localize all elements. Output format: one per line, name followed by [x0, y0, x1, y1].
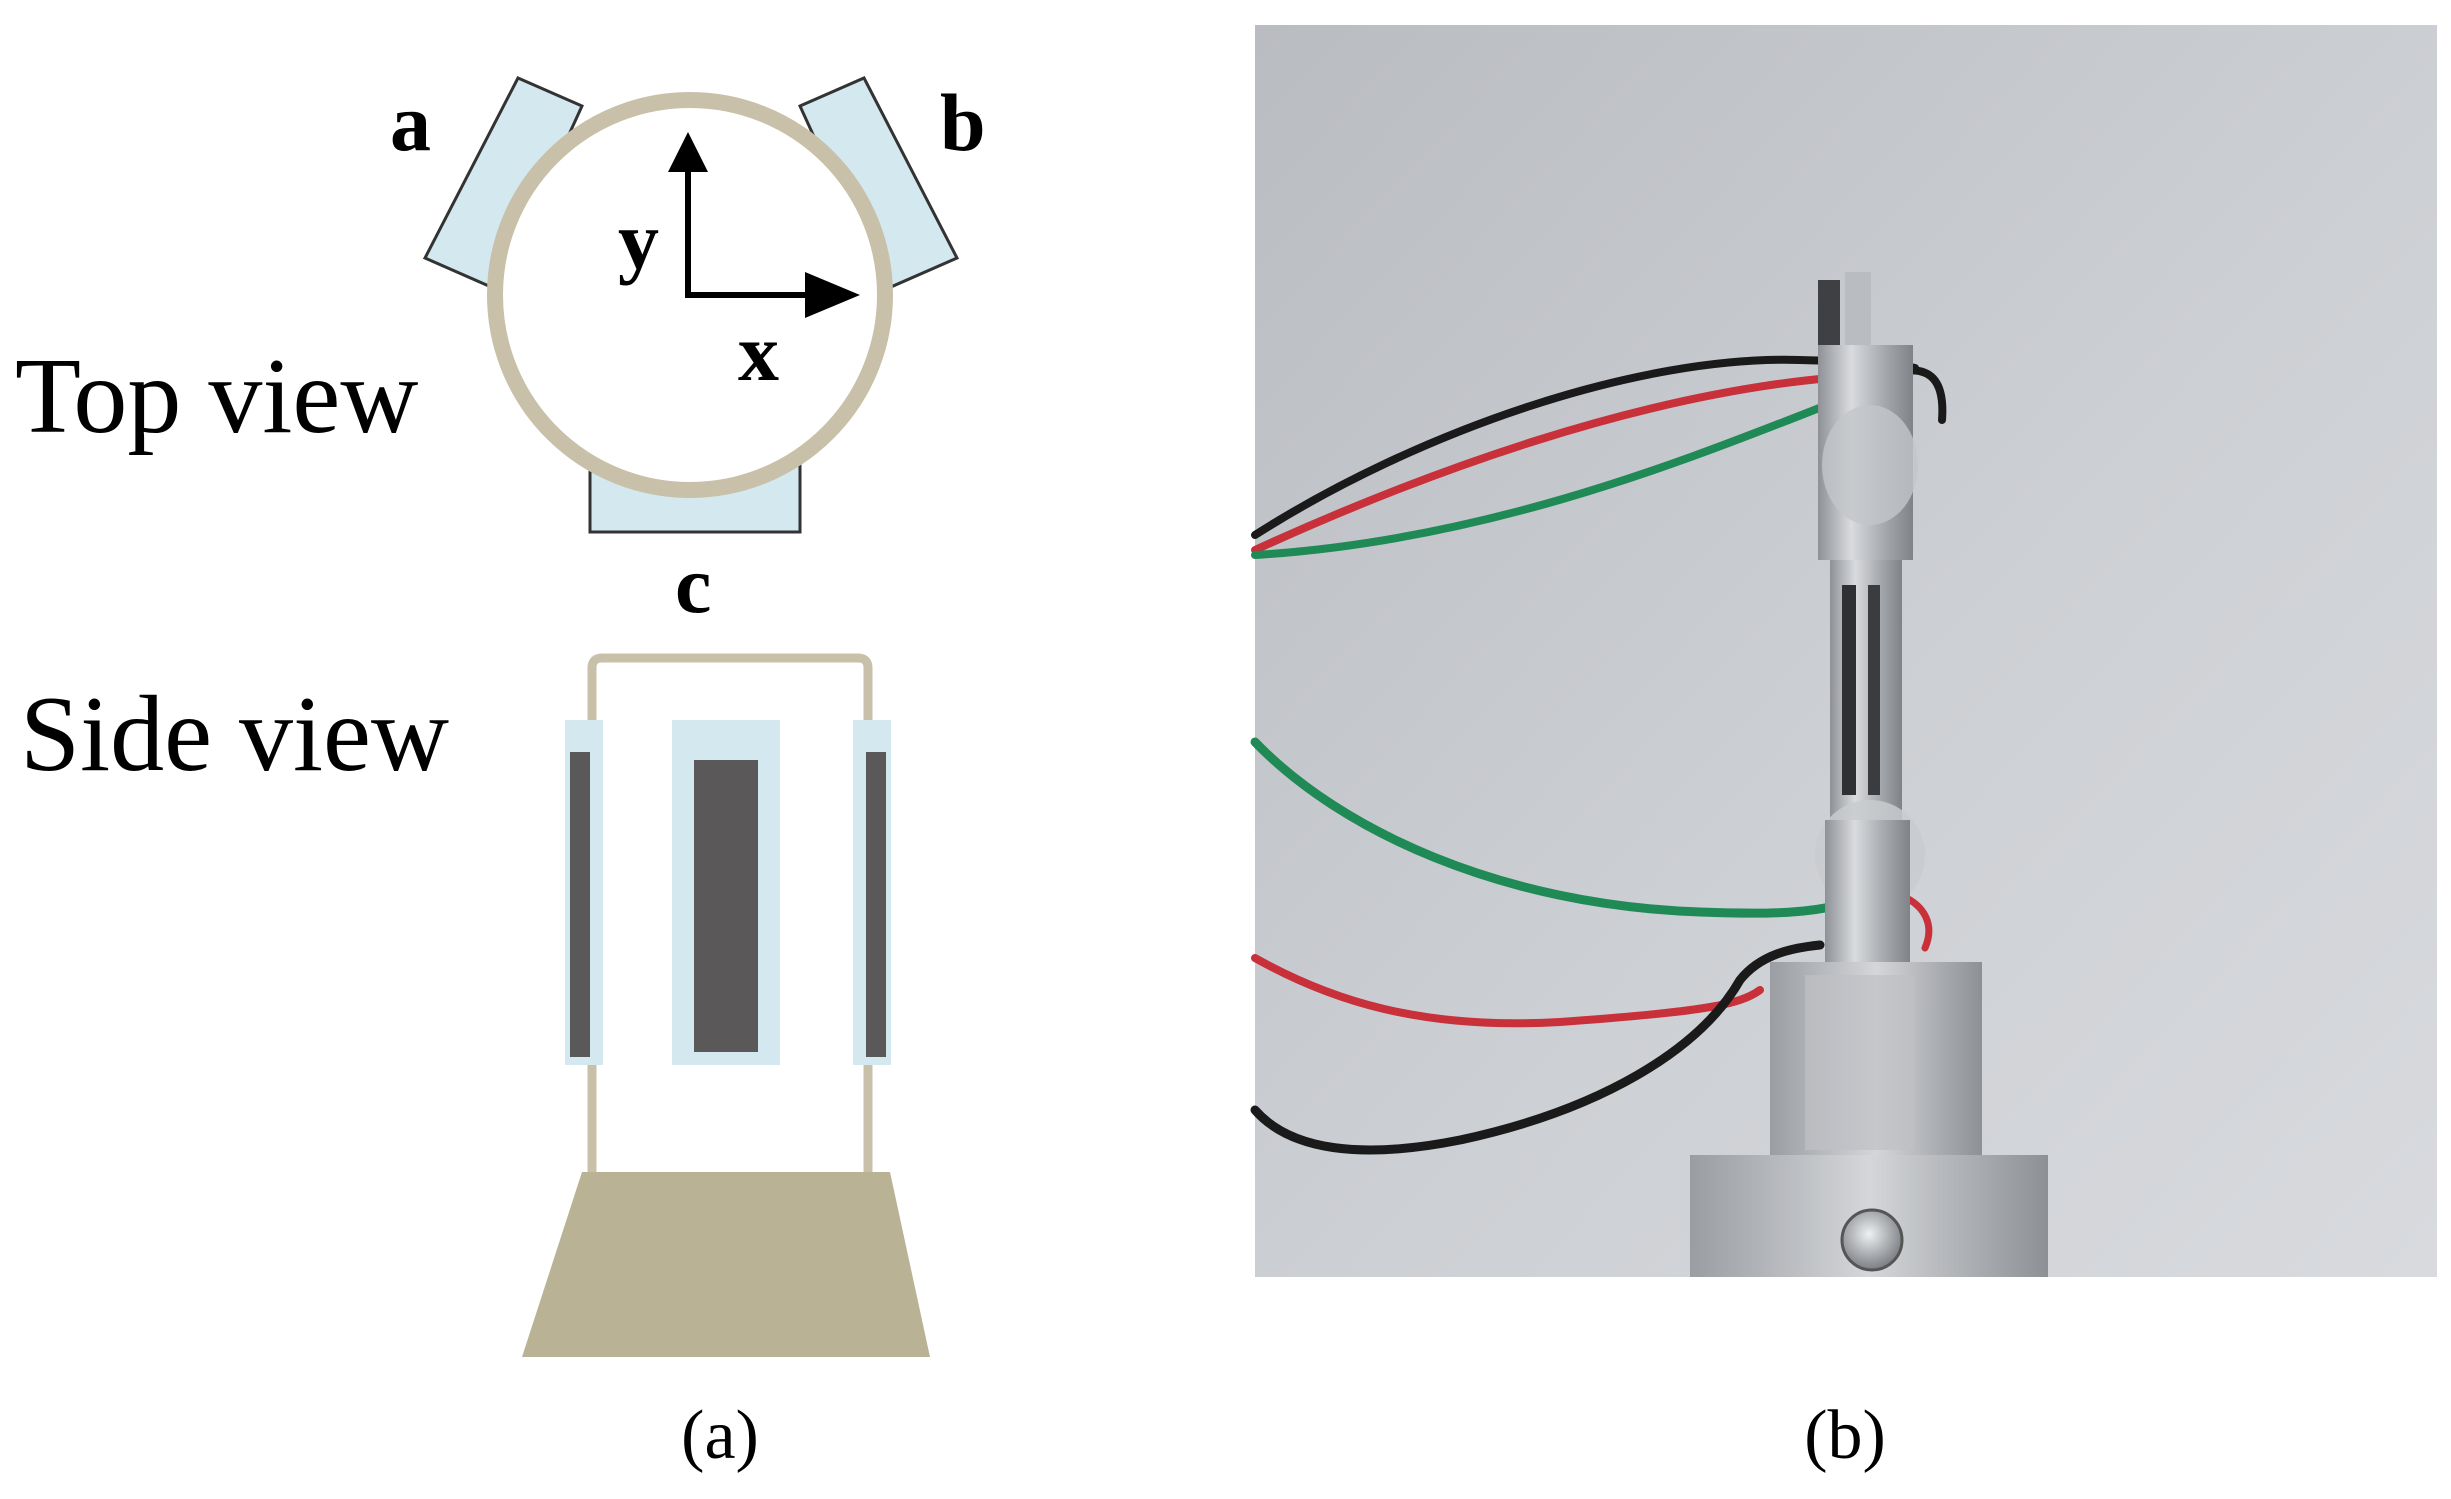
photo-sensor-rod — [1815, 272, 1925, 970]
caption-b: (b) — [1804, 1397, 1886, 1474]
photo-screw-icon — [1840, 1208, 1904, 1272]
y-axis-arrow-icon — [668, 132, 708, 172]
side-view-label: Side view — [20, 675, 449, 794]
panel-a-diagram: y x a b c Top view Side view — [15, 76, 986, 1474]
sensor-label-c: c — [675, 539, 711, 630]
wire-red-top — [1251, 374, 1834, 554]
caption-a: (a) — [681, 1397, 759, 1474]
side-view-frame-wire — [587, 653, 873, 720]
axes — [668, 132, 860, 318]
side-strip-left — [570, 752, 590, 1057]
side-strip-center — [694, 760, 758, 1052]
panel-b-photo: (b) — [1250, 25, 2437, 1474]
wire-black-bottom — [1250, 940, 1825, 1155]
top-view-label: Top view — [15, 337, 418, 456]
x-axis-arrow-icon — [805, 272, 860, 318]
axis-label-y: y — [618, 195, 659, 286]
wire-green-bottom — [1250, 737, 1845, 918]
wire-green-top — [1251, 396, 1844, 559]
sensor-label-a: a — [390, 77, 431, 168]
side-view-base — [522, 1172, 930, 1357]
axis-label-x: x — [738, 307, 779, 398]
side-view-diagram: Side view — [20, 653, 930, 1357]
top-view-diagram: y x a b c Top view — [15, 76, 986, 630]
side-strip-right — [866, 752, 886, 1057]
sensor-label-b: b — [940, 77, 986, 168]
